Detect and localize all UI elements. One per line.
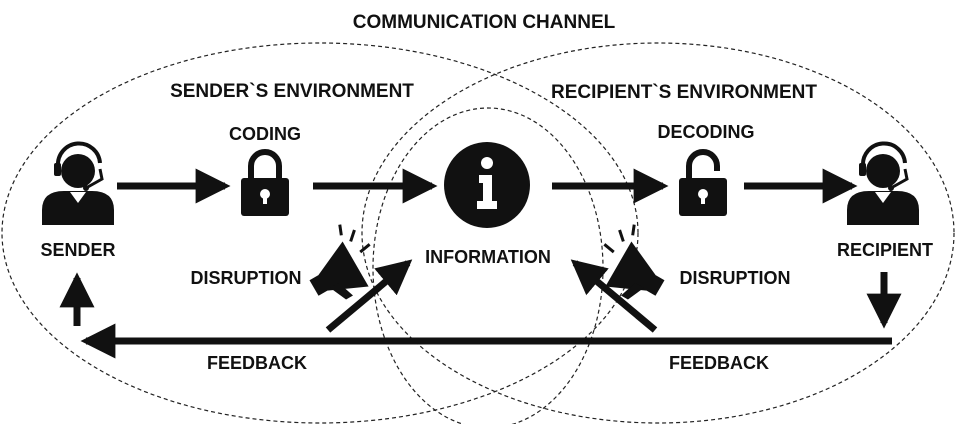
sender-environment-ellipse — [1, 42, 639, 424]
disruption-left-arrow — [325, 259, 413, 333]
lock-open-icon — [679, 149, 727, 216]
sender-environment-label: SENDER`S ENVIRONMENT — [170, 81, 414, 102]
recipient-headset-icon — [845, 141, 921, 227]
megaphone-right-icon — [584, 215, 683, 313]
sender-headset-icon — [40, 141, 116, 227]
recipient-environment-ellipse — [361, 42, 955, 424]
information-icon — [444, 142, 530, 228]
diagram-title: COMMUNICATION CHANNEL — [353, 12, 616, 33]
information-label: INFORMATION — [425, 247, 551, 267]
recipient-environment-label: RECIPIENT`S ENVIRONMENT — [551, 82, 817, 103]
sender-label: SENDER — [40, 240, 115, 260]
decoding-label: DECODING — [657, 122, 754, 142]
feedback-right-label: FEEDBACK — [669, 353, 769, 373]
coding-label: CODING — [229, 124, 301, 144]
lock-closed-icon — [241, 149, 289, 216]
feedback-left-label: FEEDBACK — [207, 353, 307, 373]
disruption-left-label: DISRUPTION — [190, 268, 301, 288]
disruption-right-label: DISRUPTION — [679, 268, 790, 288]
disruption-right-arrow — [570, 259, 658, 333]
recipient-label: RECIPIENT — [837, 240, 933, 260]
